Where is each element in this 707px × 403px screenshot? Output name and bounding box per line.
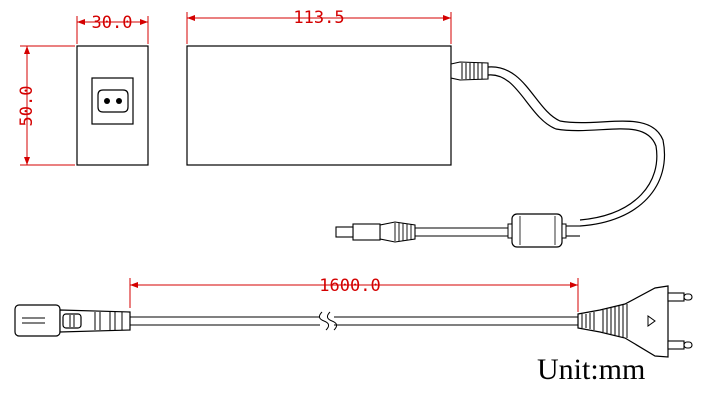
plug-pin: [667, 340, 685, 350]
unit-label: Unit:mm: [537, 353, 645, 386]
dimension-width: 30.0: [76, 13, 149, 44]
play-arrow-icon: [647, 315, 656, 327]
dimension-length-label: 113.5: [293, 8, 344, 28]
end-view: [76, 45, 149, 166]
ac-power-cord: [14, 285, 693, 358]
c7-connector: [14, 304, 131, 337]
dc-cable: [487, 66, 665, 227]
c8-socket-icon: [91, 77, 134, 125]
dimension-height: 50.0: [17, 45, 75, 166]
plug-pin: [667, 292, 685, 302]
ferrite-bead: [511, 213, 563, 248]
end-view-outline: [76, 45, 149, 166]
dimension-width-label: 30.0: [92, 13, 133, 33]
euro-plug: [577, 285, 693, 358]
dimension-length: 113.5: [186, 8, 452, 44]
dc-plug: [335, 221, 416, 243]
adapter-body: [186, 45, 452, 166]
dimension-cable-length: 1600.0: [129, 276, 579, 312]
dimension-cable-length-label: 1600.0: [319, 276, 380, 296]
side-view: [186, 45, 665, 248]
cable-break-mark: [318, 311, 330, 331]
dimension-height-label: 50.0: [17, 86, 37, 127]
